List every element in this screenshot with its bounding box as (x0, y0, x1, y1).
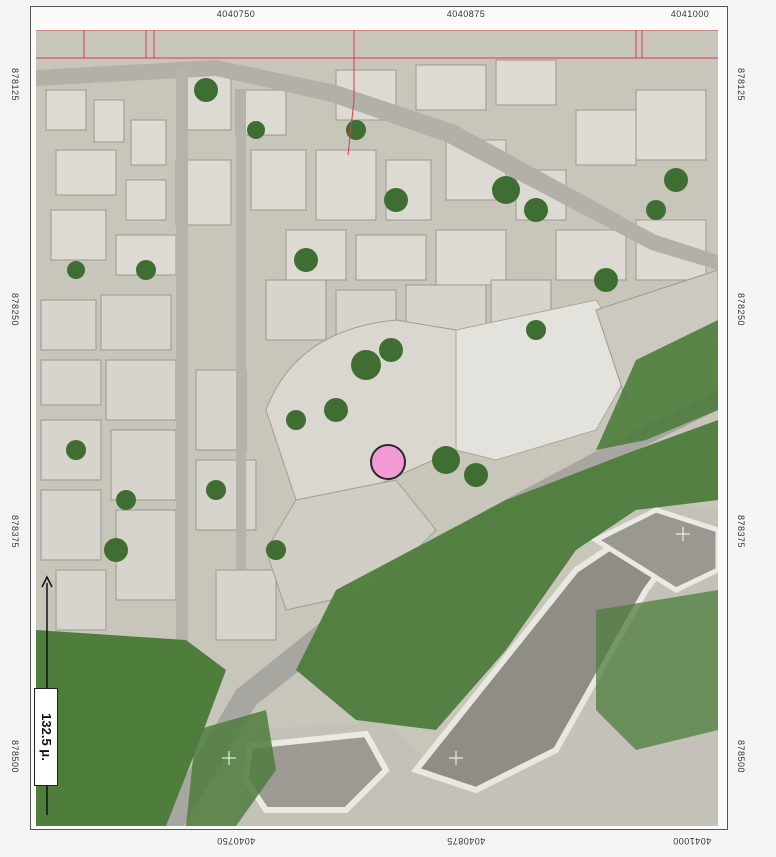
grid-label-bottom: 4040750 (216, 836, 256, 846)
grid-label-top: 4040750 (216, 9, 256, 19)
grid-label-bottom: 4040875 (446, 836, 486, 846)
grid-label-left: 878375 (10, 515, 20, 549)
grid-label-top: 4041000 (670, 9, 710, 19)
grid-label-right: 878375 (736, 515, 746, 549)
grid-label-top: 4040875 (446, 9, 486, 19)
grid-label-right: 878125 (736, 68, 746, 102)
grid-label-left: 878250 (10, 293, 20, 327)
grid-label-left: 878125 (10, 68, 20, 102)
scale-label: 132.5 μ. (34, 688, 58, 786)
grid-label-right: 878500 (736, 740, 746, 774)
grid-label-bottom: 4041000 (672, 836, 712, 846)
grid-label-right: 878250 (736, 293, 746, 327)
grid-label-left: 878500 (10, 740, 20, 774)
aerial-imagery (36, 30, 718, 826)
pink-circle-marker-icon[interactable] (370, 444, 406, 480)
aerial-map[interactable] (36, 30, 718, 826)
